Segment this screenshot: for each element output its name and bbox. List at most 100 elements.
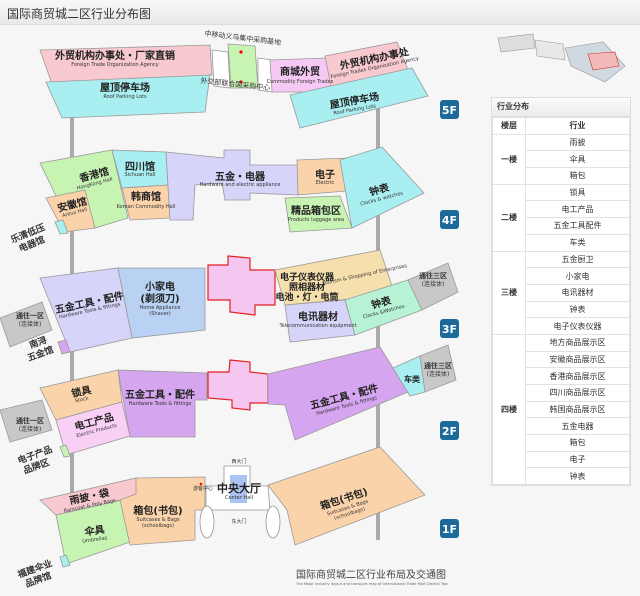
zone-4f-leqing[interactable] (54, 219, 69, 235)
table-row: 二楼锁具 (492, 183, 630, 252)
corridor (211, 49, 231, 89)
zone-3f-appliance[interactable] (117, 267, 206, 339)
connector-3f-zone3[interactable] (407, 262, 459, 311)
marker-dot (239, 50, 243, 54)
industry-cell[interactable]: 电子仪表仪器 (525, 317, 630, 335)
industry-cell[interactable]: 五金电器 (525, 417, 630, 436)
zone-2f-hardware-left[interactable] (117, 369, 208, 438)
floor-cell: 四楼 (492, 333, 526, 486)
industry-cell[interactable]: 钟表 (525, 300, 630, 319)
zone-4f-hongkong[interactable] (39, 149, 129, 229)
header-bar: 国际商贸城二区行业分布图 (0, 0, 640, 25)
label: Hardware and electric appliance (199, 182, 280, 188)
label: 通往一区 (16, 311, 44, 320)
label: 韩商馆 (131, 190, 161, 203)
label: Roof Parking Lots (103, 94, 147, 100)
zone-2f-brand[interactable] (59, 444, 71, 458)
label: Telecommunication equipment (278, 323, 356, 329)
label: 中移动义乌集中采购基地 (204, 29, 282, 47)
label: 电子仪表仪器 (280, 271, 335, 283)
label: 伞具 (83, 523, 106, 539)
connector-3f-zone1[interactable] (0, 301, 53, 348)
visitor-center-dot (199, 482, 203, 486)
industry-cell[interactable]: 钟表 (525, 467, 630, 486)
badge-3f[interactable] (440, 319, 459, 338)
badge-label: 1F (442, 523, 457, 536)
floor-cell: 一楼 (492, 133, 526, 185)
label: Center Hall (225, 495, 253, 501)
floor-cell: 三楼 (492, 250, 526, 335)
industry-cell[interactable]: 小家电 (525, 267, 630, 285)
table-row: 一楼雨披 (492, 133, 630, 185)
label: 通往一区 (16, 416, 44, 425)
zone-2f-hardware-right[interactable] (267, 346, 409, 441)
zone-4f-hardware[interactable] (165, 149, 299, 221)
label: 通往三区 (424, 361, 452, 370)
industry-cell[interactable]: 香港商品展示区 (525, 367, 630, 385)
label: 外贸机构办事处・厂家直销 (54, 49, 175, 62)
badge-label: 3F (442, 323, 457, 336)
zone-3f-central-cross[interactable] (207, 255, 276, 316)
zone-4f-clocks[interactable] (339, 146, 425, 229)
connector-2f-zone3[interactable] (419, 344, 457, 393)
badge-label: 4F (442, 214, 457, 227)
badge-2f[interactable] (440, 421, 459, 440)
badge-5f[interactable] (440, 100, 459, 119)
industry-cell[interactable]: 电工产品 (525, 200, 630, 219)
industry-cell[interactable]: 箱包 (525, 434, 630, 452)
badge-1f[interactable] (440, 519, 459, 538)
zone-5f-right-parking[interactable] (289, 67, 429, 129)
label: Umbrellas (82, 535, 108, 545)
table-row: 三楼五金厨卫 (492, 250, 630, 335)
industry-cell[interactable]: 伞具 (525, 150, 630, 169)
industry-cell[interactable]: 安徽商品展示区 (525, 350, 630, 369)
label: 电讯器材 (298, 310, 338, 323)
zone-4f-anhui[interactable] (45, 189, 96, 233)
industry-cell[interactable]: 电讯器材 (525, 283, 630, 302)
label[interactable]: 东大门 (231, 518, 246, 525)
label: Home Appliance (140, 305, 181, 311)
industry-cell[interactable]: 韩国商品展示区 (525, 400, 630, 419)
industry-cell[interactable]: 四川商品展示区 (525, 384, 630, 402)
industry-cell[interactable]: 锁具 (525, 183, 630, 202)
center-hall-atrium (230, 475, 247, 503)
zone-3f-nanxun[interactable] (57, 339, 71, 355)
industry-panel: 行业分布 楼层行业一楼雨披伞具箱包二楼锁具电工产品五金工具配件车类三楼五金厨卫小… (491, 97, 631, 487)
label: Sichuan Hall (124, 172, 155, 178)
label: (Shaver) (149, 311, 170, 317)
industry-cell[interactable]: 雨披 (525, 133, 630, 152)
label: (剃须刀) (140, 292, 179, 305)
industry-cell[interactable]: 车类 (525, 233, 630, 252)
industry-cell[interactable]: 电子 (525, 450, 630, 469)
table-header: 楼层行业 (492, 117, 630, 135)
floor-5f: 外贸机构办事处・厂家直销 Foreign Trade Organization … (39, 29, 429, 129)
zone-2f-central-cross[interactable] (207, 359, 269, 411)
label: 游客中心 (193, 485, 213, 492)
minimap[interactable] (493, 26, 629, 88)
connector-2f-zone1[interactable] (0, 399, 53, 443)
table-row: 钟表 (493, 467, 630, 486)
walkway (199, 505, 215, 539)
zone-5f-left-parking[interactable] (45, 74, 211, 119)
label: Foreign Trade Organization Agency (71, 62, 159, 68)
footer-subtitle: The Major industry layout and transport … (295, 582, 448, 586)
col-floor: 楼层 (492, 117, 526, 135)
industry-cell[interactable]: 地方商品展示区 (525, 333, 630, 352)
zone-1f-bags-right[interactable] (267, 446, 426, 546)
label: Products luggage area (288, 217, 344, 223)
label: Commodity Foreign Trades (267, 79, 334, 85)
label: 箱包(书包) (133, 504, 182, 517)
label[interactable]: 西大门 (231, 458, 246, 465)
label: (连接体) (422, 280, 445, 288)
zone-5f-left-office[interactable] (39, 44, 213, 85)
label: (schoolbags) (142, 523, 174, 529)
industry-cell[interactable]: 箱包 (525, 167, 630, 185)
industry-cell[interactable]: 五金厨卫 (525, 250, 630, 269)
label: 商城外贸 (280, 65, 320, 78)
industry-cell[interactable]: 五金工具配件 (525, 217, 630, 235)
zone-1f-fujian[interactable] (59, 554, 71, 568)
badge-4f[interactable] (440, 210, 459, 229)
label: 车类 (404, 374, 420, 384)
